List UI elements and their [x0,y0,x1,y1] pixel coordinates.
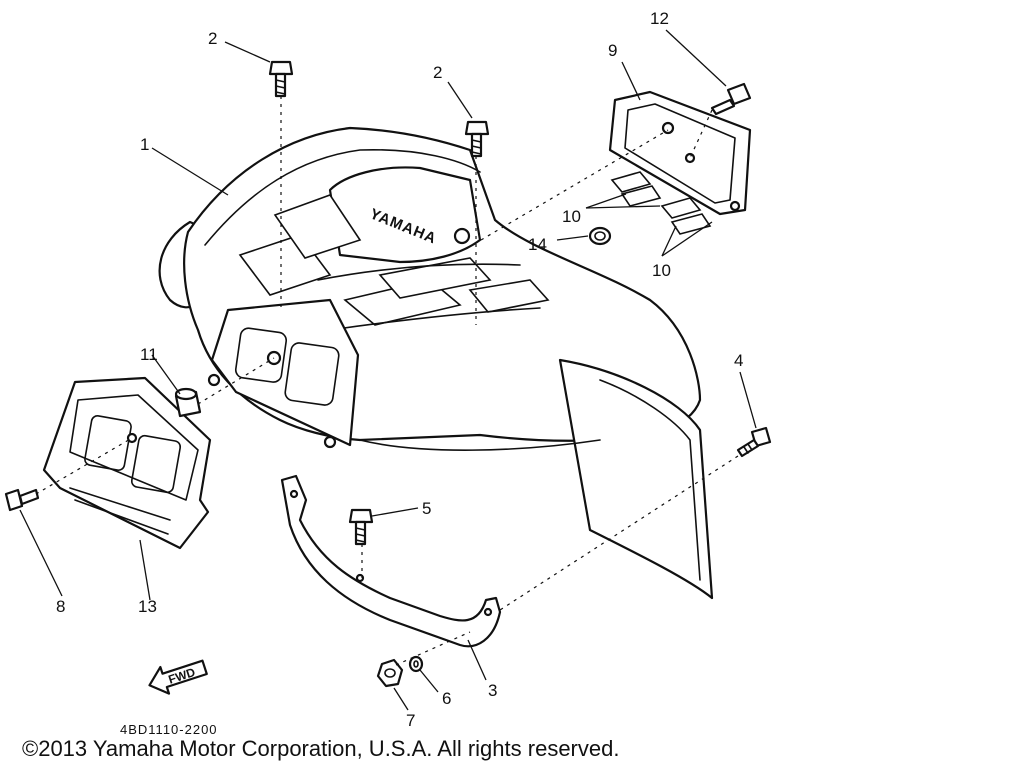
callout-labels: 1 2 2 3 4 5 6 7 8 9 10 10 11 12 13 14 [56,9,743,730]
bolt-5 [348,508,374,546]
callout-2-left: 2 [208,29,217,48]
rubber-pads [610,171,712,235]
assembly-lines [35,96,739,666]
callout-5: 5 [422,499,431,518]
callout-10-upper: 10 [562,207,581,226]
indicator-cover [608,90,752,216]
bolt-8 [4,488,40,512]
bolt-2-left [268,60,294,98]
callout-3: 3 [488,681,497,700]
copyright-notice: ©2013 Yamaha Motor Corporation, U.S.A. A… [22,736,620,761]
callout-11: 11 [140,345,158,364]
callout-8: 8 [56,597,65,616]
callout-9: 9 [608,41,617,60]
bolt-2-right [464,120,490,158]
collar [174,387,202,418]
headlight-bezel [42,376,212,550]
callout-1: 1 [140,135,149,154]
grommet [588,226,612,246]
callout-13: 13 [138,597,157,616]
bolt-4 [736,426,772,458]
callout-14: 14 [528,235,547,254]
callout-6: 6 [442,689,451,708]
leader-lines [19,29,757,711]
callout-12: 12 [650,9,669,28]
washer-6 [408,655,424,673]
callout-4: 4 [734,351,743,370]
fwd-arrow-icon: FWD [148,659,208,695]
bolt-12 [710,82,752,116]
nut-7 [376,658,404,688]
diagram-canvas: YAMAHA [4,9,772,736]
fwd-label: FWD [167,665,198,687]
drawing-code: 4BD1110-2200 [120,722,218,736]
headlight-housing [207,298,360,449]
stay-bracket [280,474,502,648]
callout-10-lower: 10 [652,261,671,280]
callout-7: 7 [406,711,415,730]
callout-2-right: 2 [433,63,442,82]
